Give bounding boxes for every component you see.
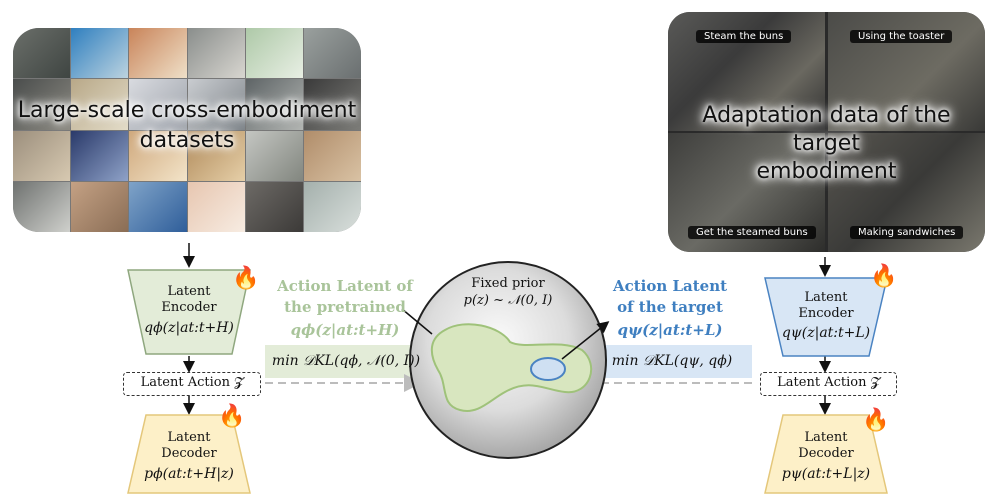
robot-image (71, 130, 129, 181)
prior-label: Fixed prior p(z) ~ 𝒩(0, I) (463, 276, 553, 308)
arrow-pretrained-pointer (401, 308, 433, 335)
robot-image (245, 79, 303, 130)
robot-image (13, 28, 71, 79)
robot-image (245, 181, 303, 232)
right-title-line1: Adaptation data of the target (702, 103, 951, 156)
robot-image (187, 181, 245, 232)
robot-image (303, 130, 361, 181)
caption-get-buns: Get the steamed buns (688, 226, 816, 239)
pretrained-kl-box (265, 345, 427, 378)
pretrained-kl-text: min 𝒟KL(qϕ, 𝒩(0, I)) (271, 353, 421, 369)
robot-image (245, 130, 303, 181)
robot-image (187, 79, 245, 130)
flame-icon: 🔥 (218, 404, 246, 429)
right-encoder-formula: qψ(z|at:t+L) (781, 325, 871, 341)
pretrained-latent-blob (430, 323, 593, 412)
robot-image (129, 28, 187, 79)
right-latent-action-box: Latent Action 𝓩 (760, 372, 897, 396)
robot-image (129, 181, 187, 232)
robot-image (13, 130, 71, 181)
target-formula: qψ(z|at:t+L) (617, 321, 723, 339)
target-kl-text: min 𝒟KL(qψ, qϕ) (611, 353, 733, 369)
right-encoder-shape (764, 277, 888, 357)
caption-toaster: Using the toaster (850, 30, 953, 43)
cross-embodiment-mosaic (13, 28, 361, 232)
robot-image (129, 130, 187, 181)
target-latent-ellipse (530, 357, 566, 381)
robot-image (303, 181, 361, 232)
target-kl-box (592, 345, 752, 378)
right-decoder-shape (764, 414, 888, 494)
left-title-line1: Large-scale cross-embodiment (17, 98, 357, 123)
caption-sandwiches: Making sandwiches (850, 226, 964, 239)
robot-image (13, 79, 71, 130)
right-title-line2: embodiment (756, 159, 897, 184)
robot-image (187, 130, 245, 181)
left-latent-action-box: Latent Action 𝓩 (123, 372, 261, 396)
target-heading: Action Latent of the target (612, 277, 728, 316)
left-panel-title: Large-scale cross-embodiment datasets (13, 96, 361, 156)
flame-icon: 🔥 (232, 266, 260, 291)
left-encoder-formula: qϕ(z|at:t+H) (144, 320, 234, 336)
arrow-target-pointer (561, 321, 610, 360)
left-encoder-shape (127, 269, 251, 355)
robot-image (187, 28, 245, 79)
robot-image (303, 79, 361, 130)
caption-steam-buns: Steam the buns (696, 30, 792, 43)
right-latent-label: Latent Action 𝓩 (777, 375, 880, 390)
right-panel-title: Adaptation data of the target embodiment (668, 102, 985, 186)
target-embodiment-panel: Steam the buns Using the toaster Get the… (668, 12, 985, 252)
left-decoder-label: Latent Decoder (161, 430, 217, 461)
robot-image (71, 28, 129, 79)
left-encoder-label: Latent Encoder (161, 284, 217, 315)
robot-image (13, 181, 71, 232)
robot-image (129, 79, 187, 130)
right-encoder-label: Latent Encoder (798, 290, 854, 321)
robot-image (71, 79, 129, 130)
robot-image (245, 28, 303, 79)
left-title-line2: datasets (139, 128, 235, 153)
flame-icon: 🔥 (870, 264, 898, 289)
robot-image (303, 28, 361, 79)
left-decoder-shape (127, 414, 251, 494)
right-decoder-formula: pψ(at:t+L|z) (781, 466, 871, 482)
pretrained-heading: Action Latent of the pretrained (277, 277, 413, 316)
left-decoder-formula: pϕ(at:t+H|z) (144, 466, 234, 482)
flame-icon: 🔥 (862, 408, 890, 433)
robot-image (71, 181, 129, 232)
pretrained-formula: qϕ(z|at:t+H) (290, 321, 400, 339)
left-latent-label: Latent Action 𝓩 (140, 375, 244, 390)
right-decoder-label: Latent Decoder (798, 430, 854, 461)
